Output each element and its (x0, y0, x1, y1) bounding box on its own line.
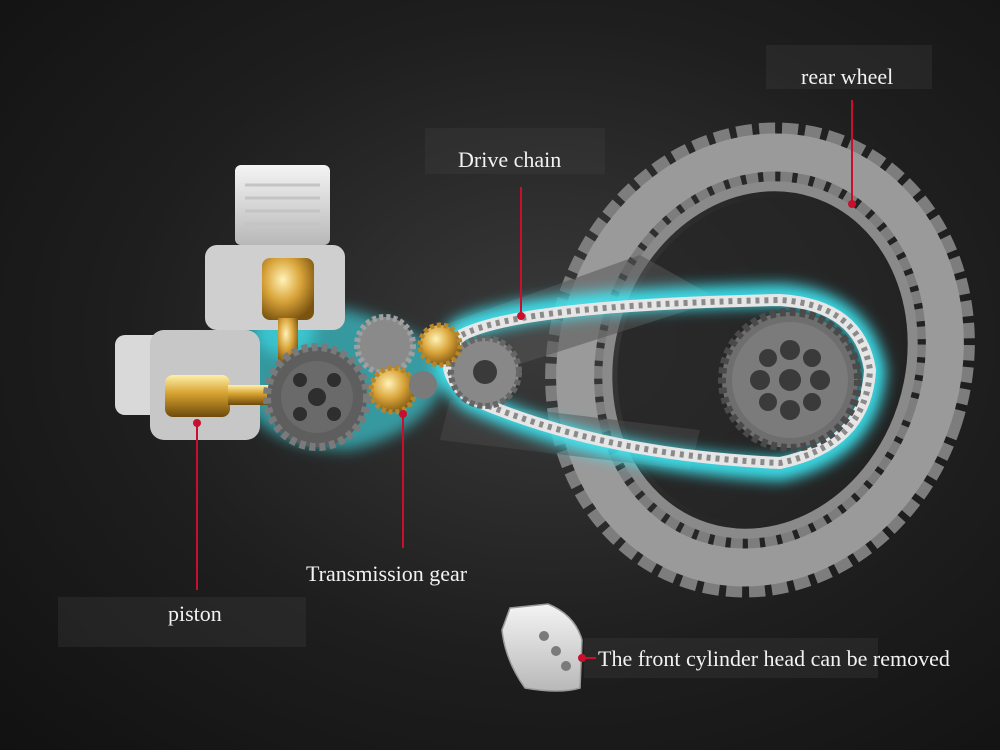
label-cylinder-head-box: The front cylinder head can be removed (584, 638, 950, 678)
transmission-gears (263, 314, 463, 451)
rear-sprocket (718, 308, 862, 452)
label-piston: piston (168, 601, 222, 626)
label-drive-chain-box: Drive chain (425, 128, 605, 174)
label-drive-chain: Drive chain (458, 147, 562, 172)
label-piston-box: piston (58, 597, 306, 647)
leader-dot-transmission-gear (399, 410, 407, 418)
front-cylinder-head-part (501, 603, 583, 692)
leader-rear-wheel (851, 100, 853, 204)
leader-cylinder-head (582, 657, 596, 659)
leader-dot-drive-chain (517, 312, 525, 320)
leader-drive-chain (520, 187, 522, 315)
label-cylinder-head: The front cylinder head can be removed (598, 646, 950, 671)
leader-dot-rear-wheel (848, 200, 856, 208)
leader-dot-piston (193, 419, 201, 427)
leader-piston (196, 423, 198, 590)
label-rear-wheel-box: rear wheel (766, 45, 932, 89)
front-sprocket (448, 335, 522, 409)
label-transmission-gear-box: Transmission gear (300, 548, 488, 594)
leader-transmission-gear (402, 414, 404, 548)
label-transmission-gear: Transmission gear (306, 561, 468, 586)
label-rear-wheel: rear wheel (801, 64, 894, 89)
